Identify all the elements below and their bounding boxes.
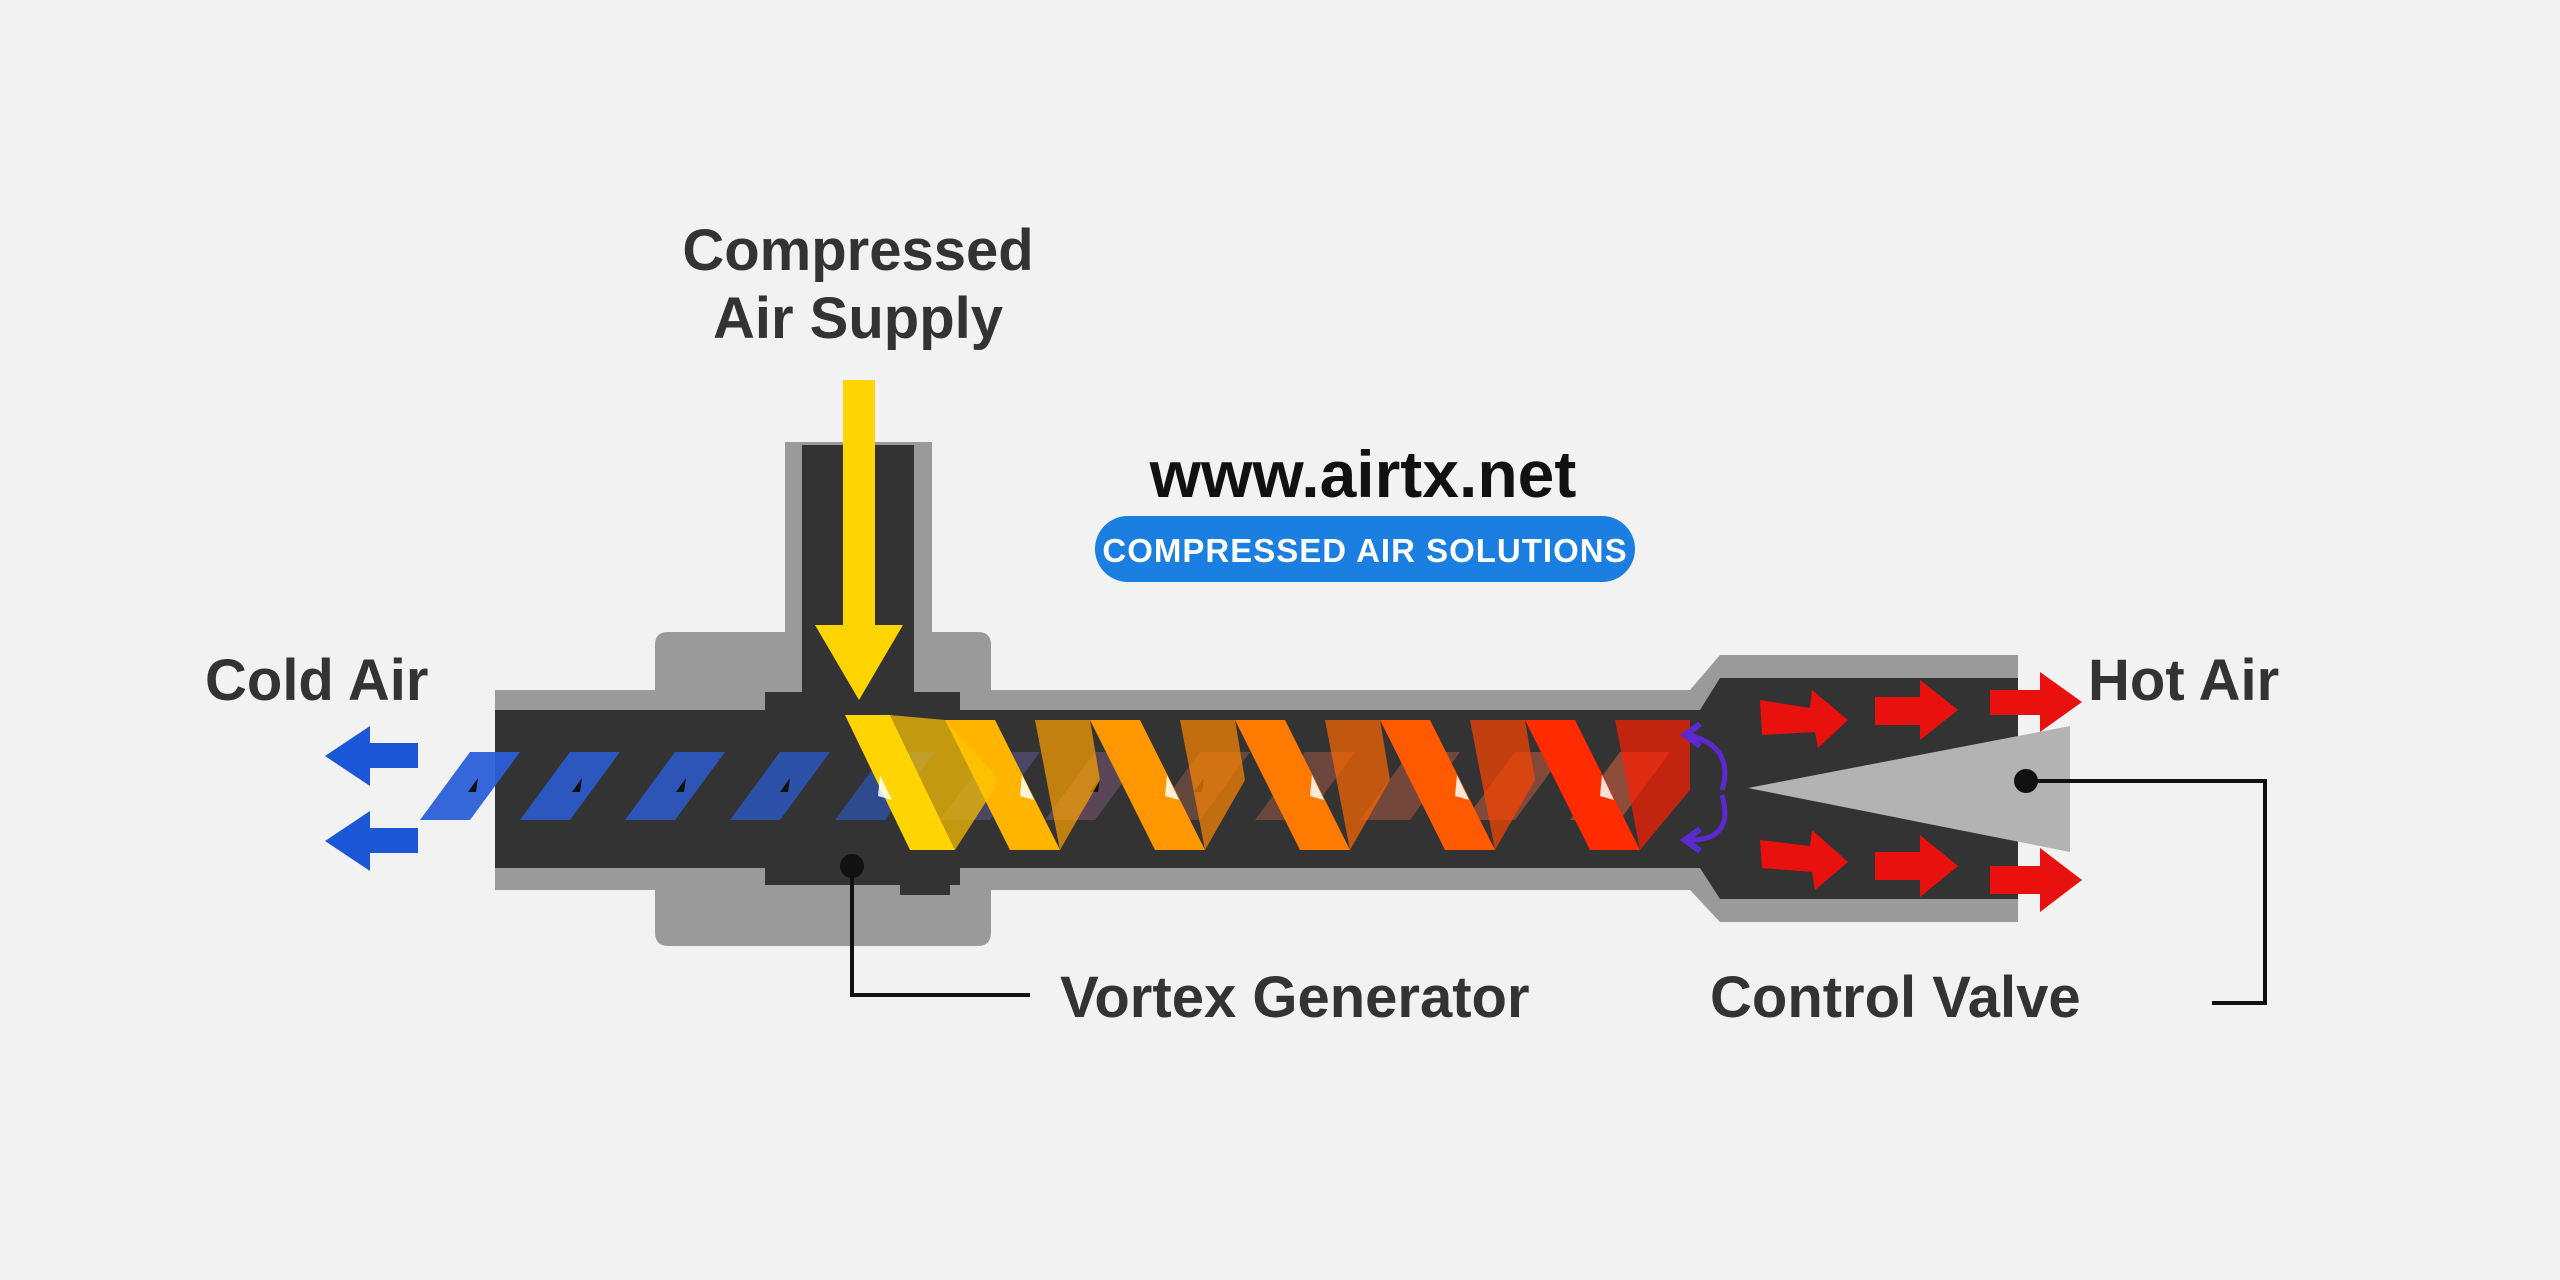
turnaround-head-bottom: [1679, 826, 1702, 854]
cold-spiral-segment: [625, 752, 725, 820]
hot-spiral-back: [1470, 720, 1535, 850]
hot-spiral-back: [1035, 720, 1100, 850]
hot-spiral-segment: [1380, 720, 1495, 850]
hot-marker: [1165, 775, 1179, 800]
cold-air-label: Cold Air: [205, 648, 428, 713]
brand-block: www.airtx.net COMPRESSED AIR SOLUTIONS: [1095, 437, 1635, 582]
hot-spiral-back: [1325, 720, 1390, 850]
core-marker: [468, 778, 478, 792]
cold-spiral-segment: [730, 752, 830, 820]
curved-arrow-icon: [1679, 721, 1728, 854]
hot-marker: [1600, 775, 1614, 800]
hot-spiral-back: [1180, 720, 1245, 850]
arrow-right-icon: [1990, 848, 2082, 912]
hot-marker: [1310, 775, 1324, 800]
cold-spiral-segment: [520, 752, 620, 820]
hot-spiral-back: [1615, 720, 1690, 850]
hot-spiral-segment: [1235, 720, 1350, 850]
hot-air-spiral: [845, 715, 1690, 850]
arrow-right-icon: [1760, 830, 1848, 890]
brand-url: www.airtx.net: [1149, 437, 1577, 511]
hot-spiral-segment: [845, 715, 955, 850]
hot-spiral-segment: [1090, 720, 1205, 850]
cold-outlet-arrows: [325, 726, 418, 871]
control-valve-cone: [1748, 726, 2070, 852]
turnaround-arc-bottom: [1689, 794, 1728, 843]
arrow-right-icon: [1875, 680, 1958, 740]
control-valve-leader-line: [2026, 779, 2267, 1005]
arrow-right-icon: [1990, 672, 2082, 732]
arrow-left-icon: [325, 811, 418, 871]
brand-tagline: COMPRESSED AIR SOLUTIONS: [1102, 532, 1627, 569]
hot-flow-markers: [878, 775, 1614, 800]
hot-spiral-segment: [1525, 720, 1640, 850]
core-marker: [572, 778, 582, 792]
arrow-right-icon: [1760, 690, 1848, 748]
supply-label-line1: Compressed: [682, 218, 1033, 283]
arrow-down-icon: [815, 380, 903, 700]
vortex-generator-label: Vortex Generator: [1060, 965, 1530, 1030]
core-marker: [676, 778, 686, 792]
control-valve-label: Control Valve: [1710, 965, 2081, 1030]
hot-marker: [1455, 775, 1469, 800]
turnaround-head-top: [1679, 721, 1702, 749]
vortex-generator-leader-line: [850, 866, 1030, 997]
hot-outlet-arrows: [1760, 672, 2082, 912]
arrow-left-icon: [325, 726, 418, 786]
core-marker: [780, 778, 790, 792]
supply-label-line2: Air Supply: [713, 286, 1003, 351]
hot-spiral-back: [890, 715, 1000, 850]
turnaround-arc-top: [1689, 732, 1728, 791]
hot-marker: [878, 775, 892, 800]
brand-pill: [1095, 516, 1635, 582]
cold-spiral-segment: [420, 752, 520, 820]
hot-marker: [1020, 775, 1034, 800]
hot-air-label: Hot Air: [2088, 648, 2279, 713]
arrow-right-icon: [1875, 835, 1958, 897]
